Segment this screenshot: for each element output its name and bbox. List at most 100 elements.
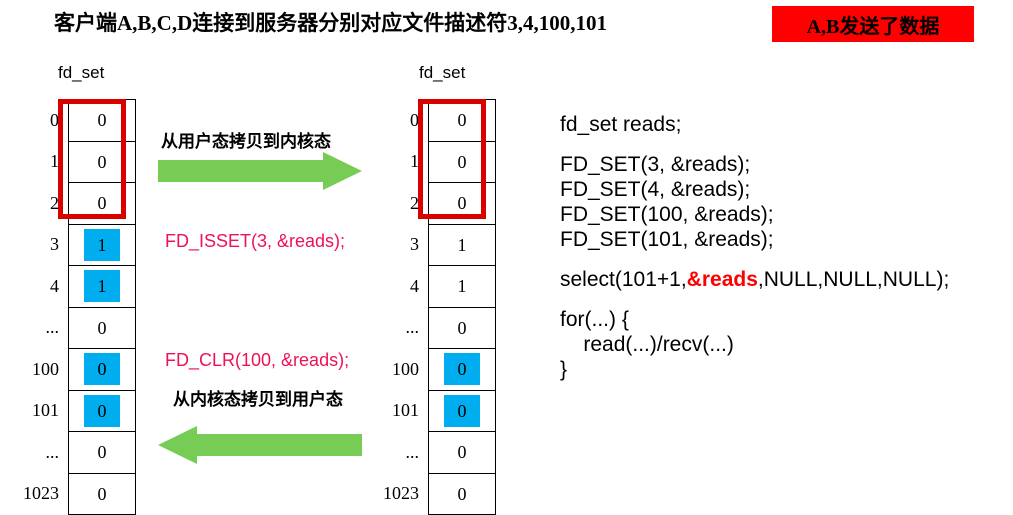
right-row-value: 0 xyxy=(457,483,467,504)
table-row: 100 0 xyxy=(2,348,136,391)
right-row-value: 0 xyxy=(457,110,467,131)
arrow-right-icon xyxy=(158,152,362,190)
left-row-value: 0 xyxy=(84,394,120,427)
table-row: ... 0 xyxy=(362,306,496,349)
left-row-index: ... xyxy=(45,441,60,462)
table-row: ... 0 xyxy=(362,431,496,474)
code-line: fd_set reads; xyxy=(560,113,682,136)
left-row-cell: 0 xyxy=(68,431,136,474)
code-line: } xyxy=(560,358,568,381)
right-row-value: 1 xyxy=(457,234,467,255)
left-row-value: 0 xyxy=(97,317,107,338)
left-row-cell: 0 xyxy=(68,306,136,349)
left-row-value: 1 xyxy=(84,270,120,303)
code-line: FD_SET(3, &reads); xyxy=(560,153,751,176)
right-row-index: 100 xyxy=(392,358,419,379)
right-row-index: 4 xyxy=(410,275,419,296)
left-row-cell: 1 xyxy=(68,265,136,308)
code-block: fd_set reads; FD_SET(3, &reads);FD_SET(4… xyxy=(560,112,1010,382)
fd-clr-label: FD_CLR(100, &reads); xyxy=(165,350,350,370)
right-row-cell: 0 xyxy=(428,182,496,225)
fd-isset-label: FD_ISSET(3, &reads); xyxy=(165,231,346,251)
left-row-value: 1 xyxy=(84,228,120,261)
left-row-cell: 0 xyxy=(68,140,136,183)
status-badge-label: A,B发送了数据 xyxy=(806,15,940,38)
code-line: FD_SET(100, &reads); xyxy=(560,203,774,226)
code-line: FD_SET(4, &reads); xyxy=(560,178,751,201)
right-row-value: 0 xyxy=(444,394,480,427)
left-row-value: 0 xyxy=(97,110,107,131)
left-row-index: 101 xyxy=(32,400,59,420)
left-row-value: 0 xyxy=(97,193,107,214)
left-row-value: 0 xyxy=(97,151,107,172)
left-row-index: 1023 xyxy=(23,483,59,503)
code-line: for(...) { xyxy=(560,308,629,331)
right-row-index: ... xyxy=(405,441,420,462)
right-row-index: 1 xyxy=(410,151,419,171)
right-row-index: 2 xyxy=(410,192,419,213)
right-row-cell: 0 xyxy=(428,431,496,474)
code-text: ,NULL,NULL,NULL); xyxy=(757,268,950,291)
right-row-value: 0 xyxy=(444,353,480,386)
code-line: read(...)/recv(...) xyxy=(560,333,734,356)
left-row-index: 2 xyxy=(50,192,59,213)
code-emphasis: &reads xyxy=(686,268,758,291)
right-row-cell: 1 xyxy=(428,265,496,308)
left-row-index: 1 xyxy=(50,151,59,171)
right-row-value: 0 xyxy=(457,442,467,463)
right-row-value: 0 xyxy=(457,317,467,338)
left-row-index: 100 xyxy=(32,358,59,379)
code-line-blank xyxy=(560,292,1010,307)
right-row-cell: 0 xyxy=(428,99,496,142)
right-row-cell: 0 xyxy=(428,348,496,391)
right-row-value: 0 xyxy=(457,193,467,214)
copy-to-kernel-label: 从用户态拷贝到内核态 xyxy=(161,132,331,151)
code-line: FD_SET(101, &reads); xyxy=(560,228,774,251)
left-row-cell: 0 xyxy=(68,389,136,432)
right-row-index: 1023 xyxy=(383,483,419,503)
left-fdset-caption: fd_set xyxy=(58,63,105,82)
code-line-blank xyxy=(560,252,1010,267)
table-row: 101 0 xyxy=(2,389,136,432)
right-fdset-caption: fd_set xyxy=(419,63,466,82)
page-title: 客户端A,B,C,D连接到服务器分别对应文件描述符3,4,100,101 xyxy=(54,11,608,35)
table-row: ... 0 xyxy=(2,306,136,349)
right-row-cell: 0 xyxy=(428,472,496,515)
left-row-cell: 0 xyxy=(68,472,136,515)
right-row-cell: 1 xyxy=(428,223,496,266)
left-row-value: 0 xyxy=(97,483,107,504)
arrow-left-icon xyxy=(158,426,362,464)
right-row-index: 0 xyxy=(410,109,419,130)
right-row-value: 0 xyxy=(457,151,467,172)
left-row-value: 0 xyxy=(84,353,120,386)
left-row-value: 0 xyxy=(97,442,107,463)
code-line: select(101+1,&reads,NULL,NULL,NULL); xyxy=(560,267,1010,292)
code-text: select(101+1, xyxy=(560,268,687,291)
right-row-cell: 0 xyxy=(428,140,496,183)
left-row-cell: 0 xyxy=(68,182,136,225)
code-line-blank xyxy=(560,137,1010,152)
status-badge: A,B发送了数据 xyxy=(772,6,974,42)
left-row-cell: 0 xyxy=(68,348,136,391)
copy-to-user-label: 从内核态拷贝到用户态 xyxy=(173,390,343,409)
left-row-index: ... xyxy=(45,317,60,337)
table-row: 1023 0 xyxy=(2,472,136,515)
left-row-index: 4 xyxy=(50,275,59,296)
left-row-index: 0 xyxy=(50,109,59,130)
right-row-index: ... xyxy=(405,317,420,337)
right-row-index: 3 xyxy=(410,234,419,254)
